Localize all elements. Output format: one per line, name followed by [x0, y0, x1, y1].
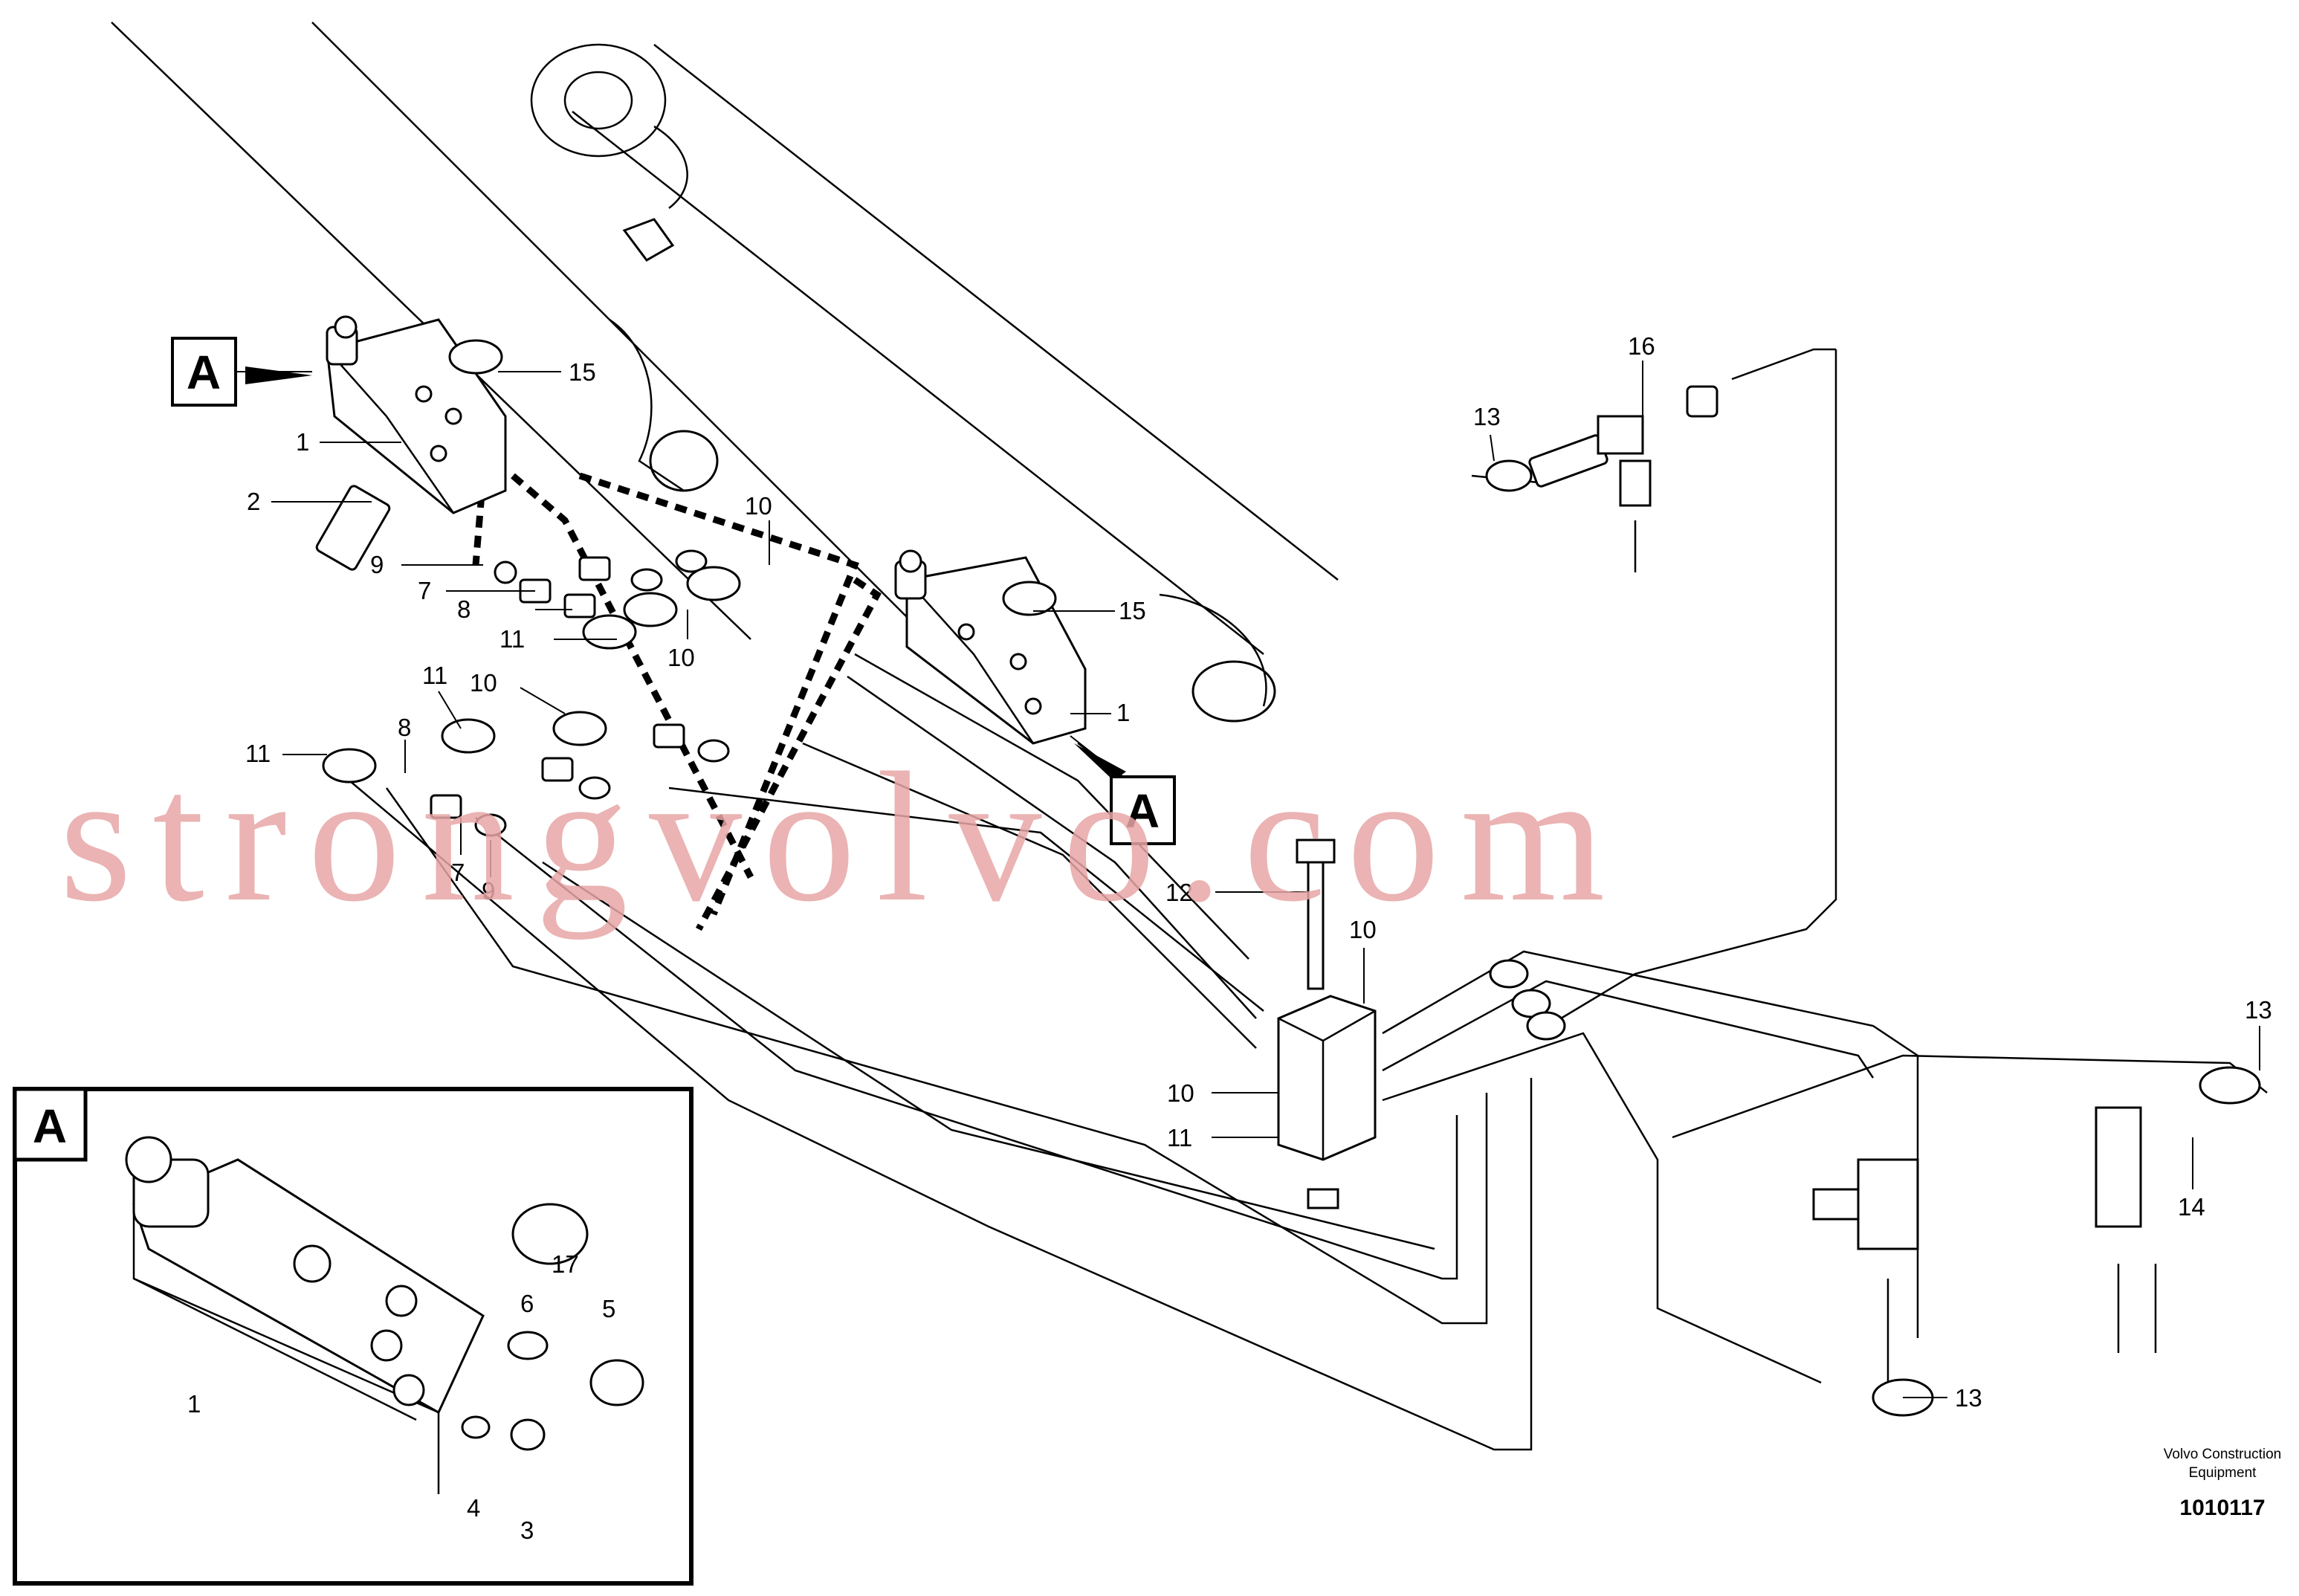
label-15a: 15	[569, 358, 596, 386]
detail-a-label: A	[33, 1099, 67, 1153]
distribution-block	[1277, 839, 1377, 1209]
footer-brand-line2: Equipment	[2189, 1465, 2257, 1481]
callout-box-a1: A	[171, 337, 237, 407]
hose-lines	[349, 348, 2268, 1451]
label-7a: 7	[418, 577, 431, 604]
label-11a: 11	[499, 625, 525, 653]
label-1a: 1	[296, 428, 309, 456]
footer-brand-line1: Volvo Construction	[2164, 1447, 2281, 1462]
boom-cylinder	[111, 22, 1339, 723]
callout-a2-label: A	[1125, 784, 1160, 838]
part-labels: 15 1 2 9 7 8 11 10 10 15 1 11 10 11 8 7 …	[187, 332, 2272, 1544]
right-fittings	[1485, 385, 2261, 1417]
label-13a: 13	[1473, 403, 1501, 430]
label-1b: 1	[1116, 699, 1130, 726]
detail-label-17: 17	[552, 1250, 579, 1278]
label-10b: 10	[667, 644, 695, 671]
callout-arrows	[245, 366, 1126, 781]
detail-label-3: 3	[520, 1516, 534, 1544]
label-2: 2	[247, 488, 260, 515]
label-13c: 13	[1955, 1384, 1982, 1412]
label-9a: 9	[370, 551, 384, 578]
callout-a1-label: A	[187, 346, 221, 399]
detail-view-a: A	[13, 1087, 693, 1586]
detail-label-1: 1	[187, 1390, 201, 1418]
label-16: 16	[1628, 332, 1655, 360]
label-15b: 15	[1119, 597, 1146, 624]
label-8a: 8	[457, 595, 471, 623]
label-10c: 10	[470, 669, 497, 697]
valve-block-middle	[894, 549, 1087, 745]
label-11d: 11	[1167, 1124, 1192, 1151]
watermark: strongvolvo.com	[59, 734, 1626, 940]
label-13b: 13	[2245, 996, 2272, 1024]
label-14: 14	[2178, 1193, 2205, 1221]
label-11b: 11	[422, 662, 447, 689]
label-10a: 10	[745, 492, 772, 520]
label-11c: 11	[245, 740, 271, 767]
label-9b: 9	[482, 877, 495, 905]
label-12: 12	[1165, 879, 1193, 906]
fittings	[315, 485, 741, 837]
label-8b: 8	[398, 714, 411, 741]
figure-number: 1010117	[2179, 1496, 2265, 1520]
detail-label-6: 6	[520, 1290, 534, 1317]
valve-block-upper	[326, 315, 507, 514]
label-10e: 10	[1167, 1079, 1194, 1107]
label-10d: 10	[1349, 916, 1377, 943]
label-7b: 7	[451, 859, 465, 886]
footer: Volvo Construction Equipment 1010117	[2164, 1447, 2281, 1520]
detail-label-4: 4	[467, 1494, 480, 1522]
callout-box-a2: A	[1110, 775, 1176, 845]
detail-label-5: 5	[602, 1295, 615, 1322]
